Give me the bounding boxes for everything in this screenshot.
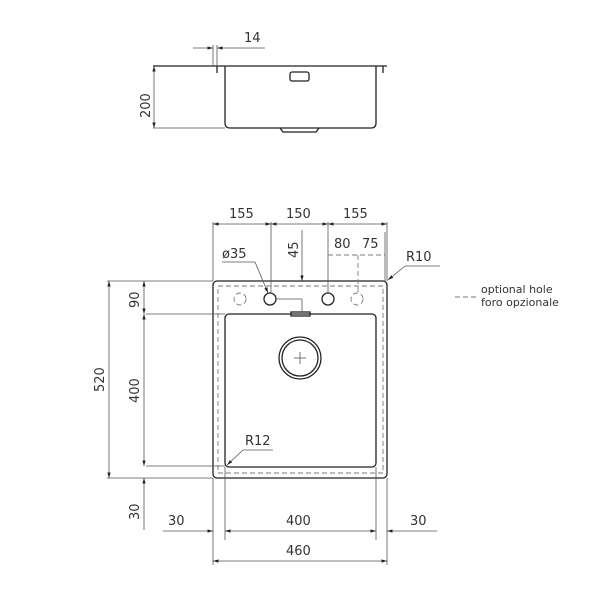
- cutout-dashed-line: [217, 285, 384, 474]
- optional-hole-left: [233, 292, 247, 306]
- plan-view: 155 150 155 ø35 45 80 75 R10 R12 520: [93, 207, 440, 565]
- dim-top-right: 155: [343, 207, 368, 222]
- dim-inner-radius: R12: [245, 434, 271, 449]
- dim-left-bowl: 400: [128, 378, 143, 403]
- legend-line-it: foro opzionale: [481, 296, 559, 309]
- dim-optional-75: 75: [362, 237, 379, 252]
- dim-top-left: 155: [229, 207, 254, 222]
- dim-bottom-bowl: 400: [286, 514, 311, 529]
- dim-bottom-total: 460: [286, 544, 311, 559]
- dim-bottom-left: 30: [168, 514, 185, 529]
- optional-hole-right: [350, 292, 364, 306]
- legend-line-en: optional hole: [481, 283, 553, 296]
- drain: [278, 336, 322, 380]
- sink-outer-rim: [212, 280, 388, 479]
- dim-bottom-right: 30: [410, 514, 427, 529]
- dim-left-total: 520: [93, 367, 108, 392]
- dim-outer-radius: R10: [406, 250, 432, 265]
- dim-left-top: 90: [128, 291, 143, 308]
- dim-hole-diameter: ø35: [222, 247, 247, 262]
- dim-hole-offset: 45: [287, 241, 302, 258]
- dim-depth: 200: [139, 93, 154, 118]
- side-view: 14 200: [139, 31, 387, 133]
- sink-bowl: [224, 313, 377, 468]
- dim-top-middle: 150: [286, 207, 311, 222]
- legend-optional-hole: optional hole foro opzionale: [481, 283, 559, 309]
- tap-hole-left: [263, 292, 277, 306]
- dim-left-bottom: 30: [128, 503, 143, 520]
- tap-hole-right: [321, 292, 335, 306]
- dim-optional-80: 80: [334, 237, 351, 252]
- dim-flange-thickness: 14: [244, 31, 261, 46]
